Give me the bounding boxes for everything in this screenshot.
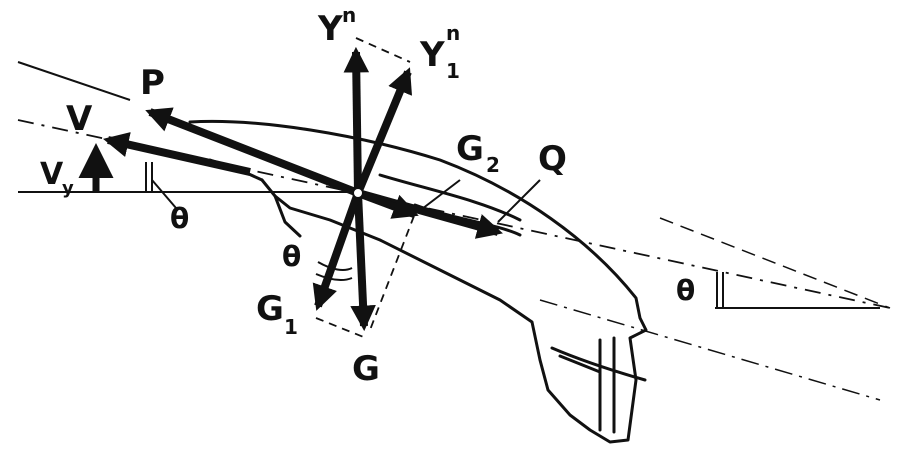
- lower-axis-dashdot: [539, 299, 881, 401]
- weight-g1-arrow: [312, 191, 362, 311]
- weight-g-arrow: [350, 192, 376, 332]
- label-y: Y: [317, 9, 343, 49]
- aircraft-outline: [188, 119, 648, 444]
- label-y1-sup: n: [446, 21, 460, 45]
- angle-markers: [145, 162, 724, 308]
- label-v: V: [66, 99, 93, 139]
- label-g: G: [352, 349, 380, 389]
- label-vy-sub: y: [62, 178, 74, 199]
- label-q: Q: [538, 139, 567, 179]
- label-g1-sub: 1: [284, 315, 298, 339]
- label-g1: G: [256, 289, 284, 329]
- g2-arrow: [356, 189, 419, 219]
- label-theta-left: θ: [170, 202, 189, 235]
- force-vectors: [78, 46, 503, 332]
- flight-path-line: [17, 61, 131, 101]
- center-of-gravity: [352, 187, 364, 199]
- label-y-sup: n: [342, 3, 356, 27]
- label-vy: V: [40, 157, 64, 192]
- thrust-p-arrow: [145, 107, 360, 197]
- leader-lines: [151, 179, 541, 223]
- force-parallelogram: [315, 37, 415, 339]
- label-theta-right: θ: [676, 274, 695, 307]
- label-g2-sub: 2: [486, 153, 500, 177]
- lift-y1-arrow: [354, 67, 413, 195]
- v-direction-arrow: [103, 132, 251, 176]
- lift-y-arrow: [343, 46, 370, 194]
- label-g2: G: [456, 129, 484, 169]
- rear-axis-dashed: [659, 217, 891, 309]
- label-y1-sub: 1: [446, 59, 460, 83]
- label-theta-mid: θ: [282, 240, 301, 273]
- label-p: P: [140, 63, 165, 103]
- label-y1: Y: [419, 35, 445, 75]
